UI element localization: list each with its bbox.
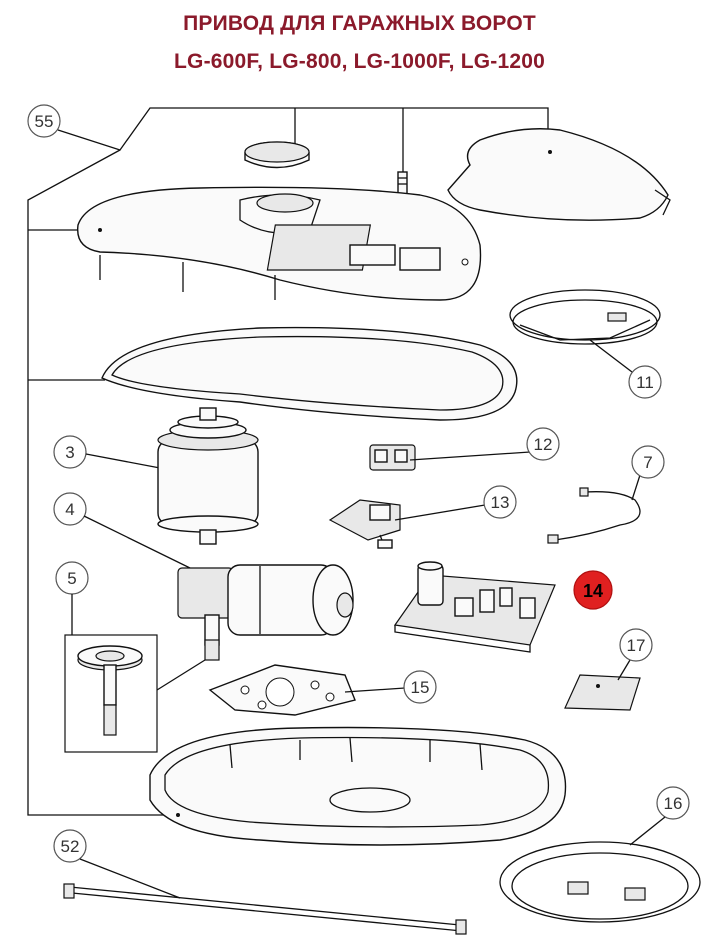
sticker-part — [564, 674, 641, 711]
base-housing-part — [149, 726, 567, 846]
callout-4[interactable]: 4 — [53, 492, 191, 569]
diagram-subtitle: LG-600F, LG-800, LG-1000F, LG-1200 — [174, 50, 545, 73]
svg-text:3: 3 — [65, 443, 74, 462]
callout-12[interactable]: 12 — [409, 427, 560, 461]
svg-text:14: 14 — [583, 581, 603, 601]
svg-text:16: 16 — [664, 794, 683, 813]
seal-ring-part — [499, 841, 701, 923]
cable-part — [547, 487, 641, 544]
gasket-plate-part — [208, 664, 356, 716]
main-board-part — [393, 561, 556, 653]
svg-text:12: 12 — [534, 435, 553, 454]
callout-17[interactable]: 17 — [617, 628, 653, 681]
svg-text:17: 17 — [627, 636, 646, 655]
motor-part — [177, 564, 354, 661]
led-strip-part — [509, 289, 661, 345]
upper-housing-part — [76, 186, 482, 301]
svg-text:52: 52 — [61, 837, 80, 856]
callout-13[interactable]: 13 — [394, 485, 517, 521]
lid-cover-part — [447, 128, 671, 221]
callout-55[interactable]: 55 — [27, 104, 61, 138]
callout-3[interactable]: 3 — [53, 435, 161, 469]
small-board-part — [328, 499, 401, 549]
svg-text:15: 15 — [411, 678, 430, 697]
screw-part — [397, 171, 408, 195]
callout-15[interactable]: 15 — [344, 670, 437, 704]
svg-text:13: 13 — [491, 493, 510, 512]
svg-text:11: 11 — [636, 373, 654, 392]
callout-11[interactable]: 11 — [589, 339, 662, 399]
svg-text:4: 4 — [65, 500, 74, 519]
svg-text:55: 55 — [35, 112, 54, 131]
gear-detail-box — [64, 634, 206, 753]
top-cap-part — [244, 141, 310, 169]
svg-text:7: 7 — [643, 453, 652, 472]
callout-7[interactable]: 7 — [631, 445, 665, 501]
diagram-title: ПРИВОД ДЛЯ ГАРАЖНЫХ ВОРОТ — [183, 12, 536, 35]
frame-ring-part — [101, 326, 518, 421]
limit-switch-part — [369, 444, 416, 471]
cable-bar-part — [63, 883, 467, 935]
callout-5[interactable]: 5 — [55, 561, 89, 635]
capacitor-part — [157, 407, 259, 545]
callout-52[interactable]: 52 — [53, 829, 181, 899]
svg-text:5: 5 — [67, 569, 76, 588]
callout-14[interactable]: 14 — [573, 570, 613, 610]
callout-16[interactable]: 16 — [629, 786, 690, 846]
